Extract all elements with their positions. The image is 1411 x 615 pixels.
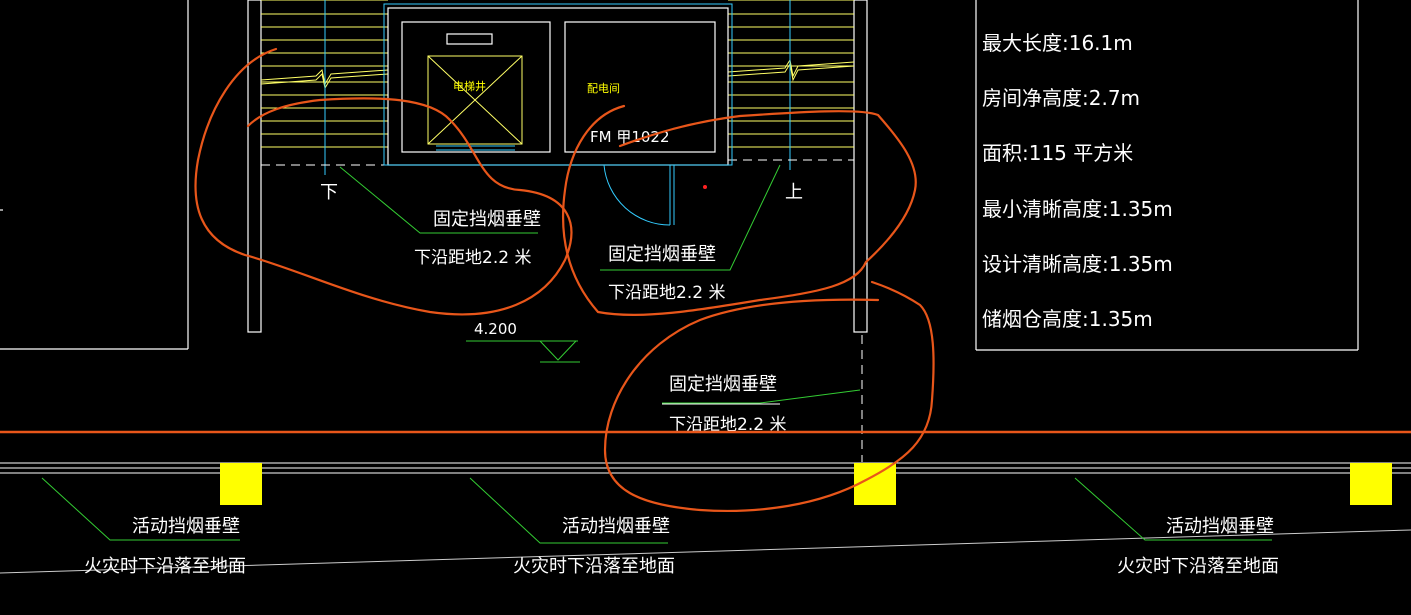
info-panel-outline — [975, 0, 1359, 351]
active-barrier-1-title: 活动挡烟垂壁 — [132, 516, 240, 537]
active-barrier-3-title: 活动挡烟垂壁 — [1166, 516, 1274, 537]
info-area: 面积:115 平方米 — [982, 141, 1133, 165]
active-curtain-block-3 — [1350, 463, 1392, 505]
markup-loop-left — [194, 47, 573, 316]
active-barrier-leaders — [41, 477, 1272, 544]
core-cyan-outline — [383, 3, 733, 166]
fixed-barrier-3-title: 固定挡烟垂壁 — [669, 374, 777, 395]
active-barrier-1-note: 火灾时下沿落至地面 — [84, 556, 246, 577]
stair-down-mark: 下 — [320, 182, 338, 203]
info-min-clear-height: 最小清晰高度:1.35m — [982, 197, 1173, 221]
active-barrier-2-title: 活动挡烟垂壁 — [562, 516, 670, 537]
fixed-barrier-1-title: 固定挡烟垂壁 — [433, 209, 541, 230]
core-walls — [387, 7, 729, 166]
markup-loop-center — [561, 104, 917, 316]
stair-walls — [247, 0, 868, 333]
info-room-height: 房间净高度:2.7m — [982, 86, 1140, 110]
elevation-label: 4.200 — [474, 320, 517, 338]
info-max-length: 最大长度:16.1m — [982, 31, 1133, 55]
info-smoke-reservoir-height: 储烟仓高度:1.35m — [982, 307, 1153, 331]
fixed-barrier-3-note: 下沿距地2.2 米 — [669, 415, 786, 435]
markup-loop-right — [603, 280, 935, 513]
active-curtain-block-2 — [854, 463, 896, 505]
elevation-marker — [466, 340, 580, 363]
fixed-barrier-2-title: 固定挡烟垂壁 — [608, 244, 716, 265]
active-barrier-2-note: 火灾时下沿落至地面 — [513, 556, 675, 577]
elevator-cab — [427, 55, 523, 145]
door-label: FM 甲1022 — [590, 128, 670, 146]
fixed-barrier-2-note: 下沿距地2.2 米 — [608, 283, 725, 303]
elevator-shaft-label: 电梯井 — [453, 79, 486, 93]
power-room-label: 配电间 — [587, 82, 620, 95]
beam-lines — [0, 430, 1411, 574]
fixed-barrier-leaders — [339, 164, 861, 404]
red-marker-dot — [703, 185, 707, 189]
fixed-barrier-1-note: 下沿距地2.2 米 — [414, 248, 531, 268]
active-curtain-block-1 — [220, 463, 262, 505]
info-design-clear-height: 设计清晰高度:1.35m — [982, 252, 1173, 276]
left-room-outline — [0, 0, 189, 350]
active-barrier-3-note: 火灾时下沿落至地面 — [1117, 556, 1279, 577]
stair-up-mark: 上 — [785, 182, 803, 203]
hand-markup — [194, 47, 935, 513]
stair-landing-dashes — [261, 159, 863, 462]
right-stair-treads — [727, 0, 855, 148]
door-swing — [603, 164, 675, 226]
info-panel: 最大长度:16.1m 房间净高度:2.7m 面积:115 平方米 最小清晰高度:… — [982, 31, 1173, 331]
